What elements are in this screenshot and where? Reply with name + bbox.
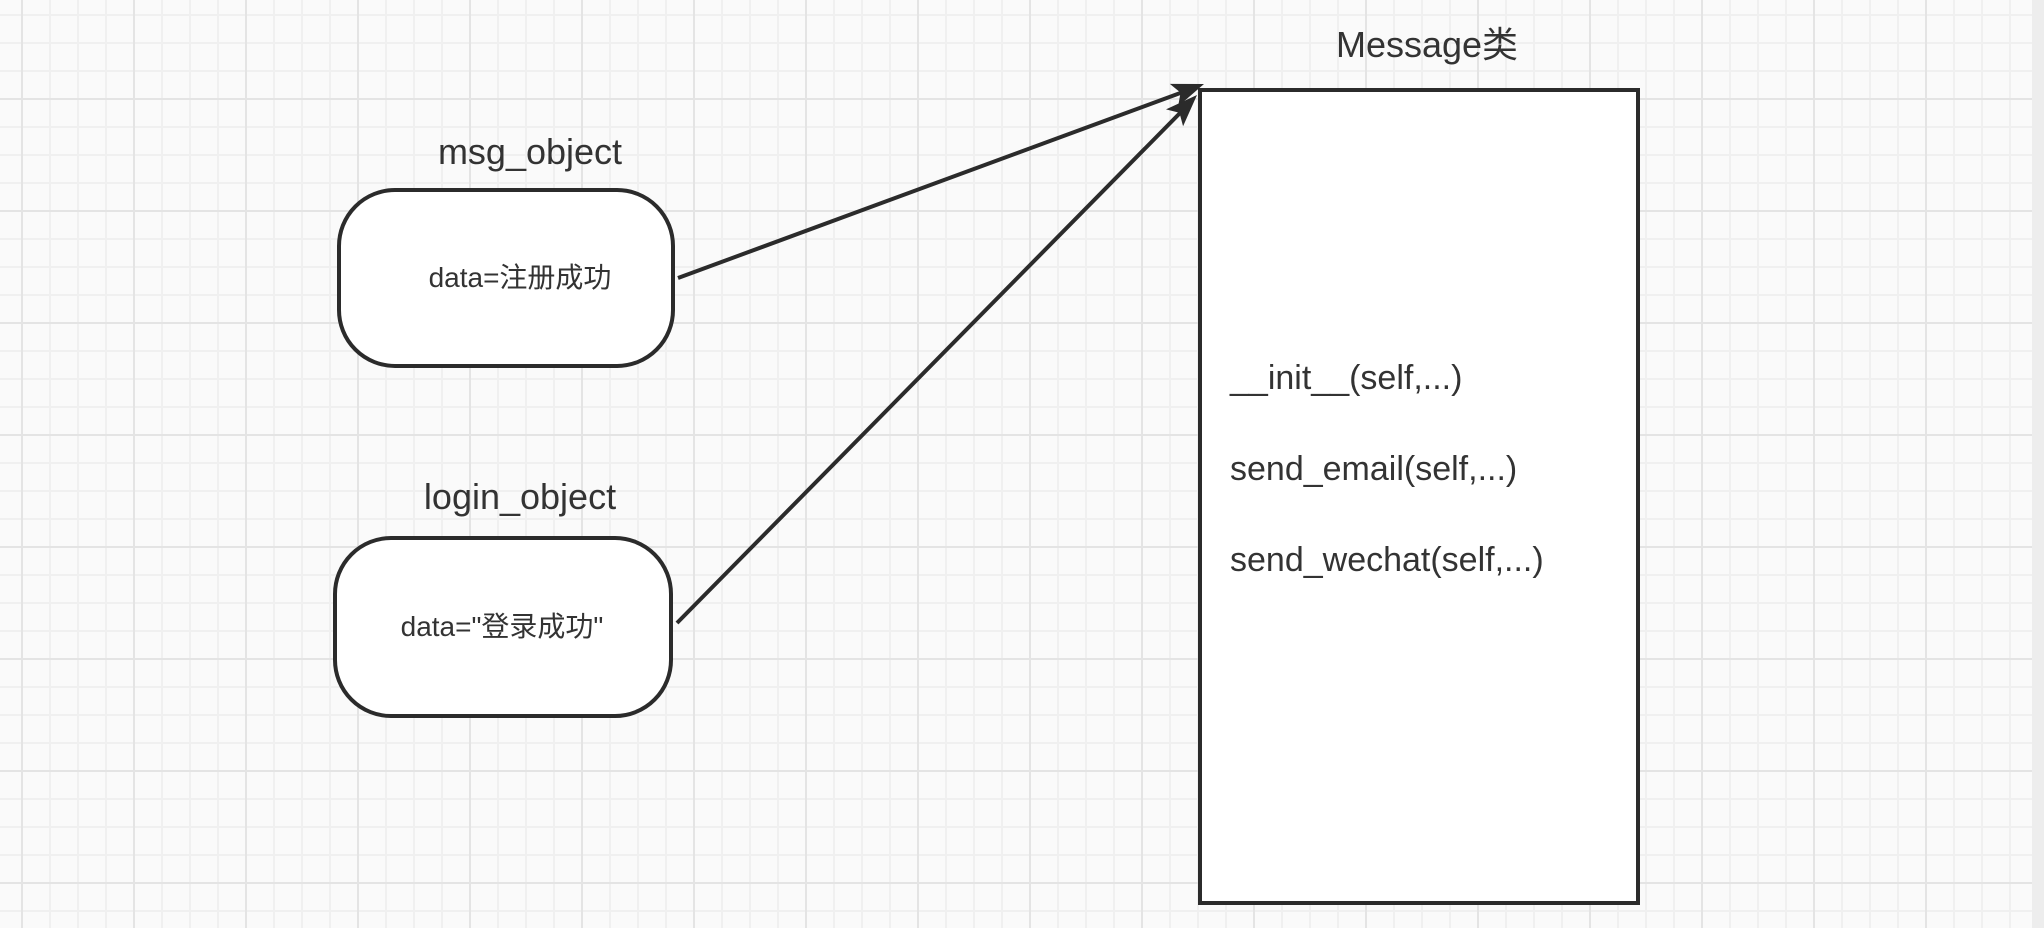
message-class-box[interactable]	[1198, 88, 1640, 905]
msg-object-node[interactable]	[337, 188, 675, 368]
method-send-wechat: send_wechat(self,...)	[1230, 541, 1544, 579]
scrollbar-track[interactable]	[2032, 0, 2044, 928]
method-init: __init__(self,...)	[1230, 359, 1463, 397]
login-object-title[interactable]: login_object	[423, 476, 617, 517]
msg-object-title[interactable]: msg_object	[437, 131, 623, 172]
msg-object-value: data=注册成功	[428, 262, 612, 293]
login-object-value: data="登录成功"	[400, 611, 604, 642]
message-class-title[interactable]: Message类	[1335, 24, 1519, 65]
arrow-login-to-class[interactable]	[675, 87, 1206, 625]
arrow-msg-line	[677, 90, 1184, 280]
arrow-msg-to-class[interactable]	[677, 73, 1208, 280]
method-send-email: send_email(self,...)	[1230, 450, 1518, 488]
arrow-login-line	[675, 109, 1184, 625]
login-object-node[interactable]	[333, 536, 673, 718]
